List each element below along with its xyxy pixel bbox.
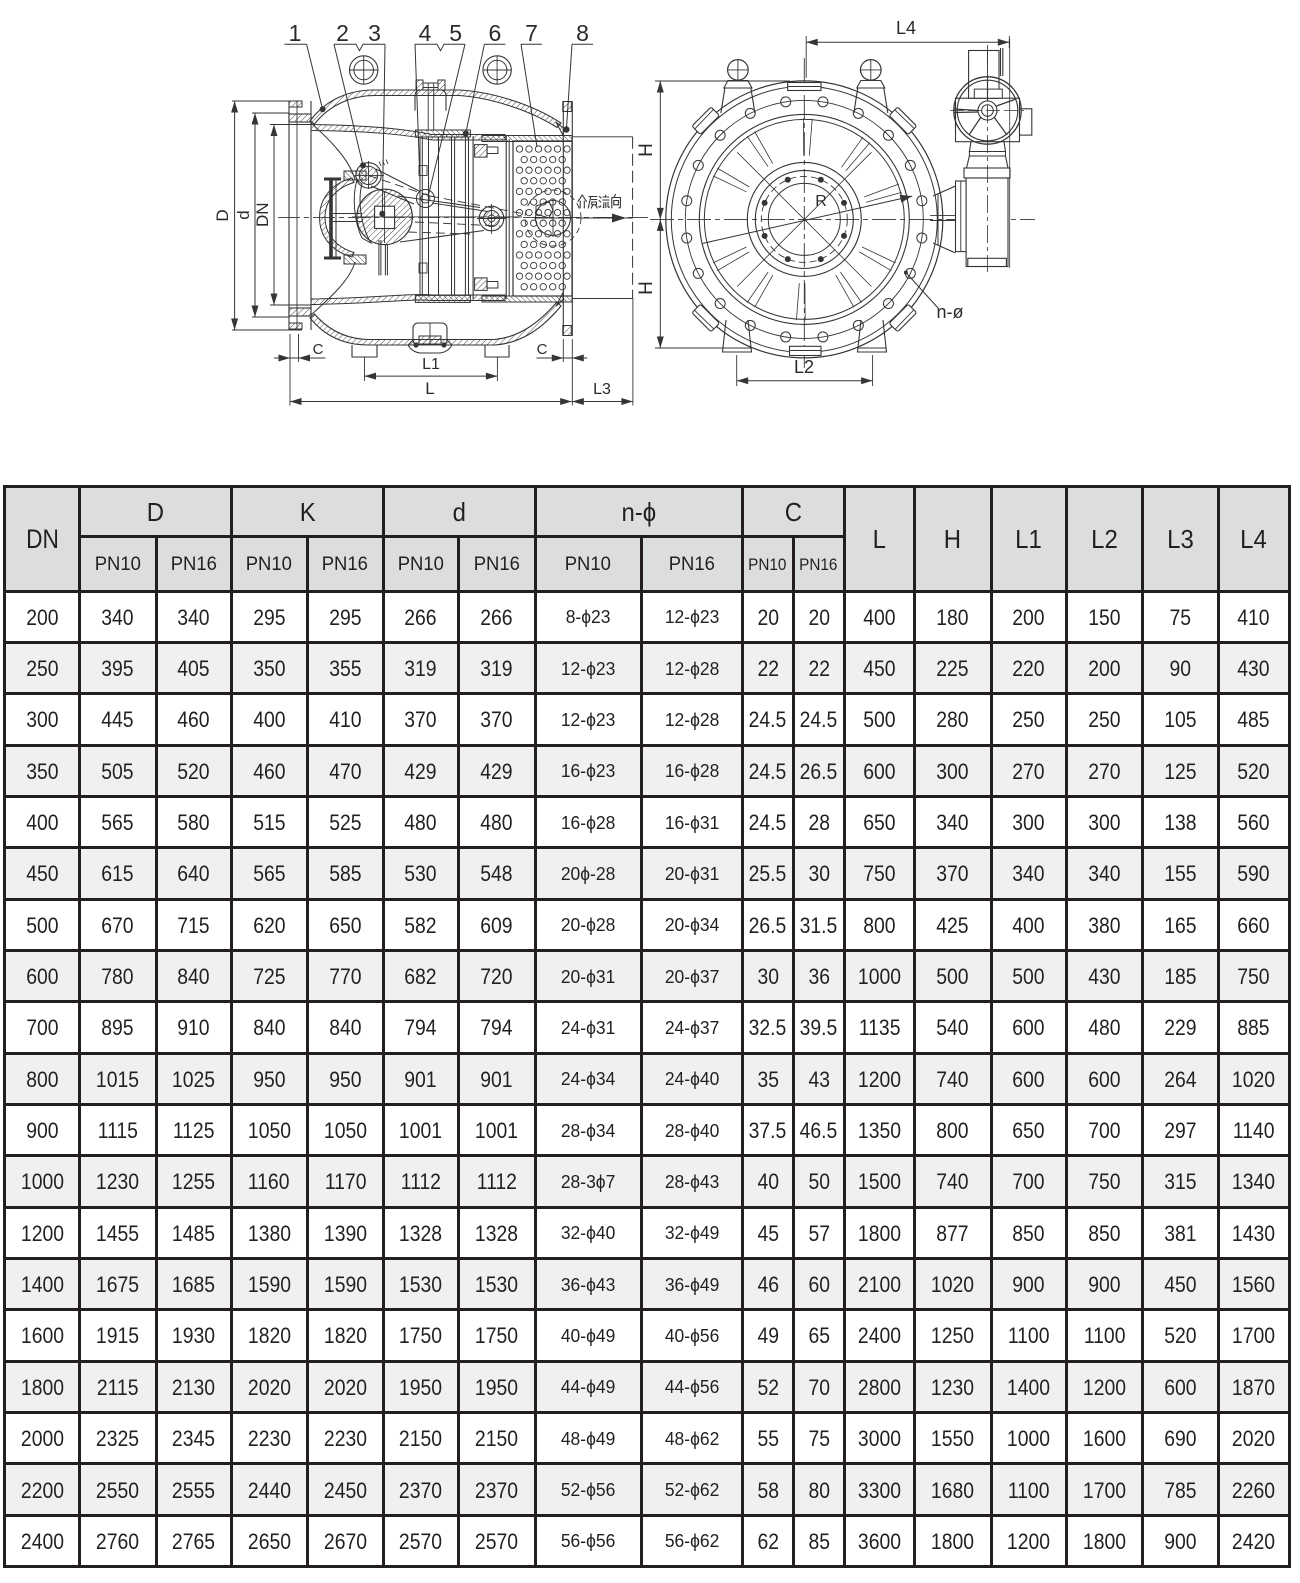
svg-text:H: H	[636, 281, 657, 295]
svg-text:C: C	[313, 341, 324, 358]
svg-text:1: 1	[289, 20, 302, 46]
svg-text:2: 2	[336, 20, 349, 46]
svg-text:L: L	[425, 379, 434, 398]
svg-text:L2: L2	[794, 357, 814, 377]
svg-text:H: H	[636, 143, 657, 157]
svg-text:C: C	[537, 341, 548, 358]
svg-text:n-ø: n-ø	[937, 302, 964, 322]
svg-text:L1: L1	[422, 356, 440, 373]
svg-text:7: 7	[525, 20, 538, 46]
svg-text:D: D	[213, 209, 232, 221]
svg-text:3: 3	[368, 20, 381, 46]
svg-text:L3: L3	[593, 381, 611, 398]
svg-text:8: 8	[576, 20, 589, 46]
svg-text:4: 4	[419, 20, 432, 46]
svg-text:R: R	[815, 193, 827, 210]
svg-text:6: 6	[489, 20, 502, 46]
svg-text:L4: L4	[896, 18, 916, 38]
svg-text:DN: DN	[253, 202, 272, 227]
svg-text:5: 5	[449, 20, 462, 46]
svg-text:d: d	[234, 210, 253, 219]
